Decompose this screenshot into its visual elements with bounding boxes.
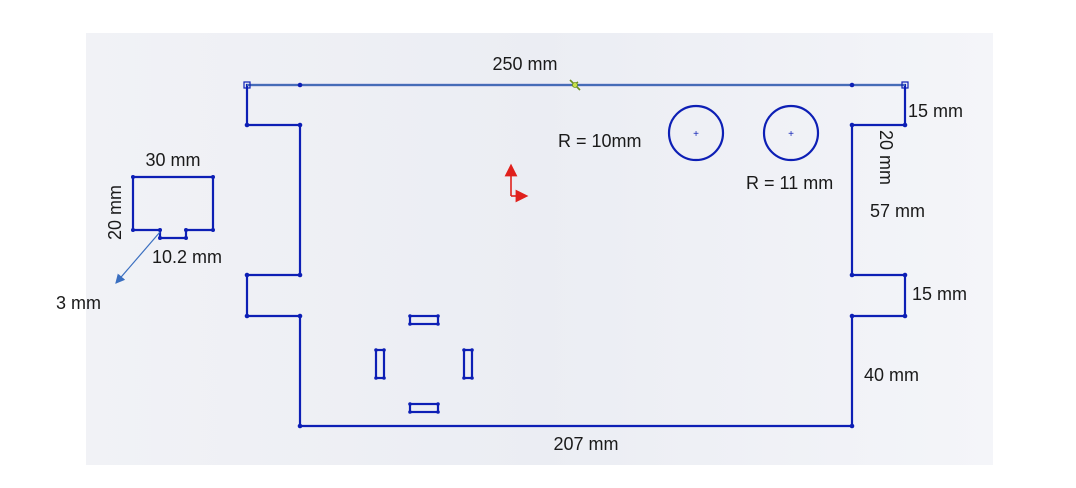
dim-detail-slot-width[interactable]: 10.2 mm (152, 247, 222, 267)
vertex[interactable] (297, 313, 303, 319)
slot-group (374, 314, 474, 414)
midpoint-marker-icon[interactable] (569, 79, 581, 91)
vertex[interactable] (849, 122, 855, 128)
vertex[interactable] (902, 313, 908, 319)
dim-hole-left-radius[interactable]: R = 10mm (558, 131, 642, 151)
vertex-top-left[interactable] (243, 81, 251, 89)
slot-top[interactable] (408, 314, 440, 326)
vertex[interactable] (244, 122, 250, 128)
slot-left[interactable] (374, 348, 386, 380)
viewport-background (86, 33, 993, 465)
vertex[interactable] (297, 122, 303, 128)
vertex[interactable] (297, 82, 303, 88)
vertex[interactable] (902, 272, 908, 278)
vertex[interactable] (849, 272, 855, 278)
detail-vertices (131, 175, 215, 240)
hole-right[interactable] (762, 104, 820, 162)
center-mark-icon: + (788, 129, 794, 140)
vertex[interactable] (849, 313, 855, 319)
vertex[interactable] (297, 423, 303, 429)
dim-bottom-width[interactable]: 207 mm (553, 434, 618, 454)
leader-arrow-3mm (115, 231, 161, 284)
hole-left[interactable] (667, 104, 725, 162)
vertex[interactable] (297, 272, 303, 278)
dim-hole-right-radius[interactable]: R = 11 mm (746, 173, 833, 193)
dim-detail-slot-depth[interactable]: 3 mm (56, 293, 101, 313)
dim-right-step-vertical[interactable]: 20 mm (876, 130, 896, 185)
vertex[interactable] (902, 122, 908, 128)
dim-right-notch-top[interactable]: 15 mm (908, 101, 963, 121)
vertex[interactable] (244, 313, 250, 319)
origin-axes-icon (504, 163, 529, 203)
slot-bottom[interactable] (408, 402, 440, 414)
dim-right-notch-bottom[interactable]: 15 mm (912, 284, 967, 304)
dim-right-lower-height[interactable]: 40 mm (864, 365, 919, 385)
dim-right-section-height[interactable]: 57 mm (870, 201, 925, 221)
vertex[interactable] (849, 82, 855, 88)
vertex[interactable] (244, 272, 250, 278)
dim-top-width[interactable]: 250 mm (492, 54, 557, 74)
dim-detail-height[interactable]: 20 mm (105, 185, 125, 240)
dim-detail-width[interactable]: 30 mm (145, 150, 200, 170)
outline-vertices (243, 81, 909, 429)
center-mark-icon: + (693, 129, 699, 140)
vertex-top-right[interactable] (901, 81, 909, 89)
slot-right[interactable] (462, 348, 474, 380)
vertex[interactable] (849, 423, 855, 429)
